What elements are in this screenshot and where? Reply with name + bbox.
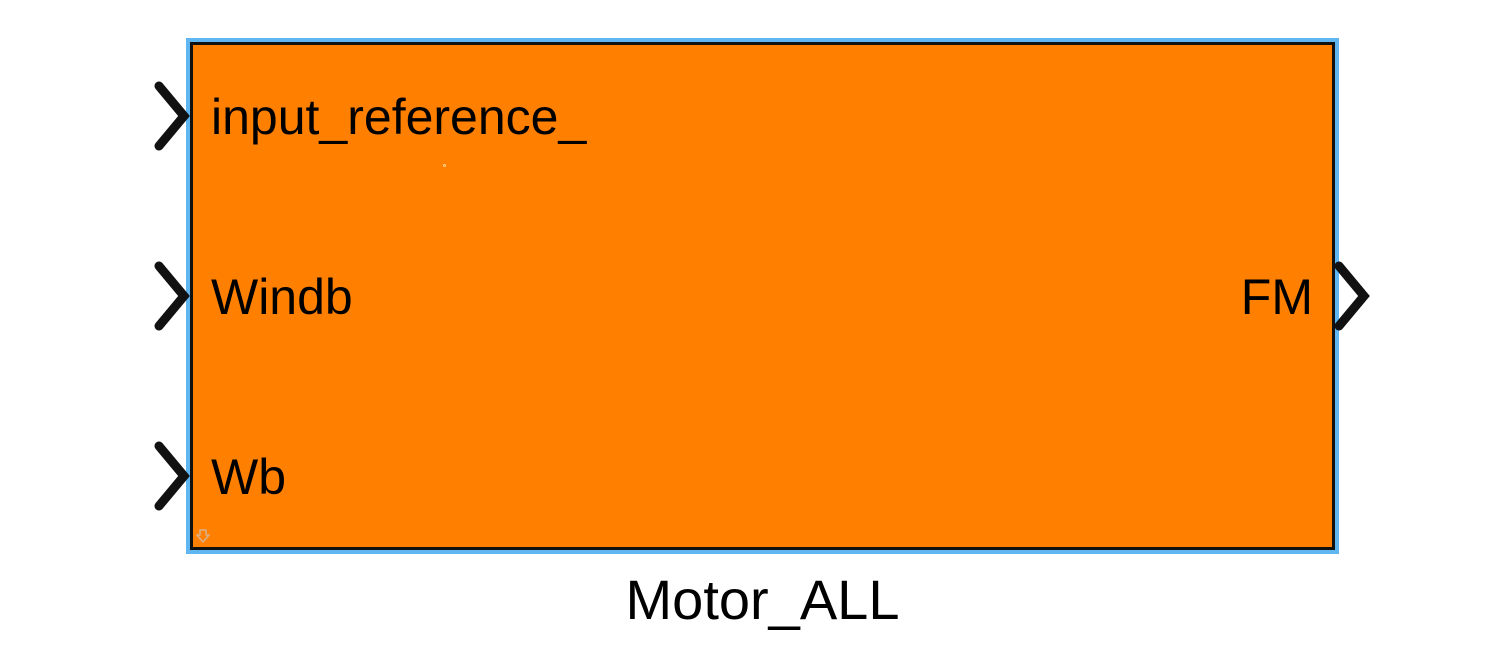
output-port-1-chevron-icon[interactable] <box>1332 261 1372 331</box>
output-port-label-fm: FM <box>1240 269 1313 325</box>
input-port-1-chevron-icon[interactable] <box>152 81 192 151</box>
subsystem-block-motor-all[interactable] <box>190 42 1335 550</box>
arrow-down-icon[interactable] <box>196 529 210 543</box>
block-name-label[interactable]: Motor_ALL <box>625 568 900 631</box>
input-port-3-chevron-icon[interactable] <box>152 441 192 511</box>
input-port-2-chevron-icon[interactable] <box>152 261 192 331</box>
input-port-label-windb: Windb <box>211 269 353 325</box>
center-marker-icon <box>443 164 446 167</box>
input-port-label-input-reference: input_reference_ <box>211 89 587 145</box>
input-port-label-wb: Wb <box>211 449 286 505</box>
